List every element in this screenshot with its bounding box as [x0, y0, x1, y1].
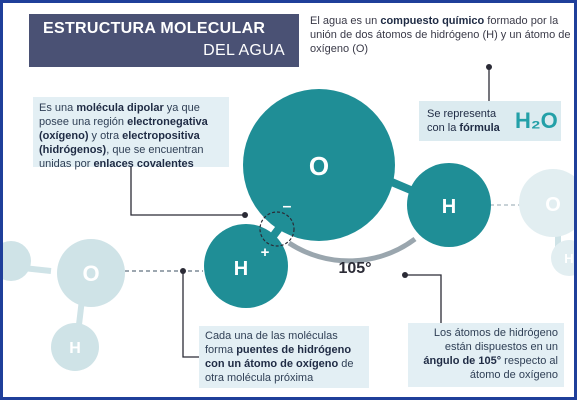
dipolar-b4: enlaces covalentes [93, 158, 194, 170]
angle-b1: ángulo de 105° [423, 355, 502, 367]
title-line-1: ESTRUCTURA MOLECULAR [43, 20, 266, 37]
angle-p1: Los átomos de hidrógeno están dispuestos… [433, 327, 558, 353]
intro-text: El agua es un compuesto químico formado … [310, 14, 572, 56]
ghost-hydrogen-left [51, 323, 99, 371]
ghost-hydrogen-left-label: H [69, 340, 81, 357]
hydrogen-right-label: H [442, 196, 456, 218]
angle-callout: Los átomos de hidrógeno están dispuestos… [408, 323, 564, 387]
connector-bridges [182, 271, 199, 358]
intro-part-1: El agua es un [310, 15, 381, 27]
title-line-2: DEL AGUA [203, 42, 285, 59]
dipolar-p4: , que se encuentran unidas por [39, 144, 204, 170]
ghost-atom-edge-left [3, 241, 31, 281]
angle-p2: respecto al átomo de oxígeno [469, 355, 558, 381]
ghost-hydrogen-right [551, 240, 574, 276]
title-banner: ESTRUCTURA MOLECULAR DEL AGUA [29, 14, 299, 67]
formula-symbol: H₂O [515, 108, 558, 133]
dipolar-callout: Es una molécula dipolar ya que posee una… [33, 97, 229, 170]
formula-text-line2-bold: fórmula [459, 122, 500, 134]
ghost-oxygen-left-label: O [82, 261, 99, 286]
ghost-oxygen-right-label: O [545, 194, 561, 216]
bridges-p1: Cada una de las moléculas forma [205, 330, 338, 356]
dipolar-b3: electropositiva (hidrógenos) [39, 130, 200, 156]
negative-charge: – [283, 198, 292, 215]
dipole-highlight-circle [259, 211, 295, 247]
connector-bridges-dot [180, 268, 186, 274]
intro-part-2: formado por la unión de dos átomos de hi… [310, 15, 571, 55]
dipolar-p3: y otra [88, 130, 123, 142]
positive-charge: + [261, 244, 270, 261]
bridges-b1: puentes de hidrógeno con un átomo de oxí… [205, 344, 352, 370]
connector-dipolar-dot [242, 212, 248, 218]
molecule-canvas: O H H O H O H – + 105° [3, 64, 574, 371]
dipolar-b1: molécula dipolar [76, 102, 164, 114]
dipolar-p2: ya que posee una región [39, 102, 200, 128]
ghost-hydrogen-right-label: H [564, 251, 573, 266]
hydrogen-atom-right [407, 163, 491, 247]
hydrogen-bridges-callout: Cada una de las moléculas forma puentes … [199, 326, 369, 388]
ghost-oxygen-right [519, 169, 574, 237]
oxygen-atom [243, 89, 395, 241]
bridges-p2: de otra molécula próxima [205, 358, 354, 384]
dipolar-p1: Es una [39, 102, 77, 114]
formula-text-line2-prefix: con la [427, 122, 460, 134]
connector-angle [405, 274, 442, 323]
connector-angle-dot [402, 272, 408, 278]
formula-text-line1: Se representa [427, 108, 497, 120]
intro-bold-1: compuesto químico [380, 15, 485, 27]
dipolar-b2: electronegativa (oxígeno) [39, 116, 208, 142]
formula-callout: Se representa con la fórmula H₂O [419, 101, 561, 141]
connector-dipolar [130, 167, 245, 216]
oxygen-label: O [309, 151, 329, 181]
angle-label: 105° [338, 260, 371, 277]
connector-formula-dot [486, 64, 492, 70]
formula-text: Se representa con la fórmula [427, 107, 500, 135]
ghost-oxygen-left [57, 239, 125, 307]
hydrogen-atom-left [204, 224, 288, 308]
hydrogen-left-label: H [234, 258, 248, 280]
angle-arc [287, 236, 417, 264]
